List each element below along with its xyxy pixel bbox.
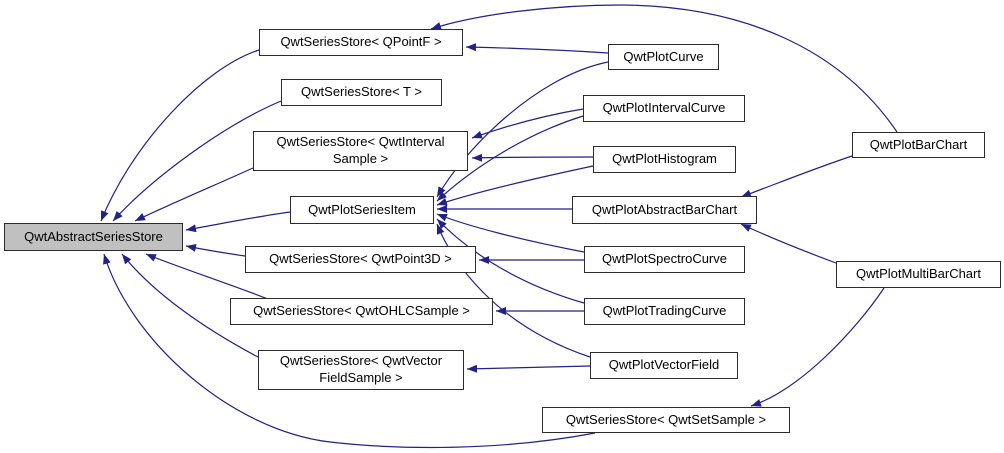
node-label: QwtSeriesStore< QwtSetSample > [565, 411, 767, 427]
edge-qwt-plot-spectro-curve-to-qwt-plot-series-item [436, 213, 585, 253]
edge-qwt-series-store-qwt-vector-field-sample-to-qwt-abstract-series-store [121, 253, 259, 358]
node-qwt-series-store-qwt-vector-field-sample[interactable]: QwtSeriesStore< QwtVector FieldSample > [258, 350, 464, 390]
edge-qwt-plot-multi-bar-chart-to-qwt-plot-abstract-bar-chart [740, 223, 837, 264]
node-qwt-plot-series-item[interactable]: QwtPlotSeriesItem [290, 196, 434, 224]
edge-qwt-plot-trading-curve-to-qwt-plot-series-item [436, 218, 585, 304]
node-qwt-series-store-qwt-set-sample[interactable]: QwtSeriesStore< QwtSetSample > [542, 407, 790, 433]
node-label: QwtSeriesStore< QwtVector [279, 353, 443, 369]
edge-qwt-plot-histogram-to-qwt-series-store-qwt-interval-sample [471, 153, 594, 162]
edge-qwt-plot-series-item-to-qwt-abstract-series-store [185, 211, 291, 233]
node-qwt-plot-bar-chart[interactable]: QwtPlotBarChart [852, 132, 985, 158]
node-label: QwtSeriesStore< T > [301, 84, 422, 100]
edge-qwt-plot-curve-to-qwt-series-store-qpointf [465, 43, 609, 54]
node-qwt-plot-trading-curve[interactable]: QwtPlotTradingCurve [584, 298, 745, 325]
edge-qwt-series-store-t-to-qwt-abstract-series-store [112, 100, 282, 222]
node-label: QwtAbstractSeriesStore [24, 228, 163, 244]
edge-qwt-plot-vector-field-to-qwt-series-store-qwt-vector-field-sample [466, 364, 591, 373]
edge-qwt-series-store-qpointf-to-qwt-abstract-series-store [100, 49, 260, 222]
node-qwt-series-store-t[interactable]: QwtSeriesStore< T > [281, 79, 442, 106]
node-qwt-abstract-series-store: QwtAbstractSeriesStore [4, 223, 183, 251]
node-label: QwtPlotTradingCurve [602, 303, 727, 319]
node-label: QwtSeriesStore< QwtOHLCSample > [253, 303, 470, 319]
node-label: QwtPlotVectorField [608, 357, 720, 373]
node-qwt-series-store-qwt-ohlc-sample[interactable]: QwtSeriesStore< QwtOHLCSample > [230, 298, 493, 325]
node-qwt-series-store-qwt-interval-sample[interactable]: QwtSeriesStore< QwtInterval Sample > [253, 131, 468, 171]
edge-qwt-plot-histogram-to-qwt-plot-series-item [436, 165, 594, 206]
node-label: QwtPlotCurve [623, 48, 704, 64]
edge-qwt-series-store-qwt-point3d-to-qwt-abstract-series-store [185, 244, 246, 257]
node-label: QwtPlotAbstractBarChart [591, 201, 738, 217]
edge-qwt-plot-vector-field-to-qwt-plot-series-item [436, 223, 591, 358]
node-label: QwtPlotHistogram [612, 151, 717, 167]
edge-qwt-plot-interval-curve-to-qwt-plot-series-item [436, 115, 584, 202]
edge-qwt-plot-multi-bar-chart-to-qwt-series-store-qwt-set-sample [750, 287, 885, 407]
node-label: QwtPlotBarChart [869, 136, 968, 152]
node-label: QwtSeriesStore< QwtPoint3D > [269, 251, 452, 267]
edge-qwt-plot-curve-to-qwt-plot-series-item [436, 61, 609, 198]
edge-qwt-plot-bar-chart-to-qwt-series-store-qpointf [430, 4, 898, 133]
node-qwt-series-store-qpointf[interactable]: QwtSeriesStore< QPointF > [259, 29, 463, 56]
edge-qwt-plot-interval-curve-to-qwt-series-store-qwt-interval-sample [471, 108, 584, 139]
node-label: QwtSeriesStore< QwtInterval [276, 134, 445, 150]
node-label: QwtPlotSeriesItem [308, 201, 416, 217]
node-qwt-plot-curve[interactable]: QwtPlotCurve [608, 44, 719, 70]
node-label: QwtPlotMultiBarChart [856, 266, 981, 282]
node-qwt-plot-interval-curve[interactable]: QwtPlotIntervalCurve [583, 95, 745, 122]
node-qwt-plot-vector-field[interactable]: QwtPlotVectorField [590, 352, 738, 379]
edge-qwt-series-store-qwt-ohlc-sample-to-qwt-abstract-series-store [145, 253, 269, 300]
edge-qwt-series-store-qwt-set-sample-to-qwt-abstract-series-store [103, 253, 596, 449]
edge-qwt-series-store-qwt-interval-sample-to-qwt-abstract-series-store [134, 167, 254, 222]
node-label: QwtPlotSpectroCurve [602, 251, 727, 267]
node-qwt-plot-abstract-bar-chart[interactable]: QwtPlotAbstractBarChart [572, 196, 757, 224]
node-label-line2: FieldSample > [319, 370, 403, 385]
node-qwt-plot-histogram[interactable]: QwtPlotHistogram [593, 146, 736, 173]
node-qwt-plot-spectro-curve[interactable]: QwtPlotSpectroCurve [584, 246, 745, 273]
node-label: QwtSeriesStore< QPointF > [280, 34, 442, 50]
node-qwt-plot-multi-bar-chart[interactable]: QwtPlotMultiBarChart [836, 261, 1001, 288]
edge-qwt-plot-bar-chart-to-qwt-plot-abstract-bar-chart [740, 155, 853, 198]
node-label-line2: Sample > [332, 151, 389, 166]
node-label: QwtPlotIntervalCurve [602, 100, 726, 116]
node-qwt-series-store-qwt-point3d[interactable]: QwtSeriesStore< QwtPoint3D > [245, 246, 476, 273]
